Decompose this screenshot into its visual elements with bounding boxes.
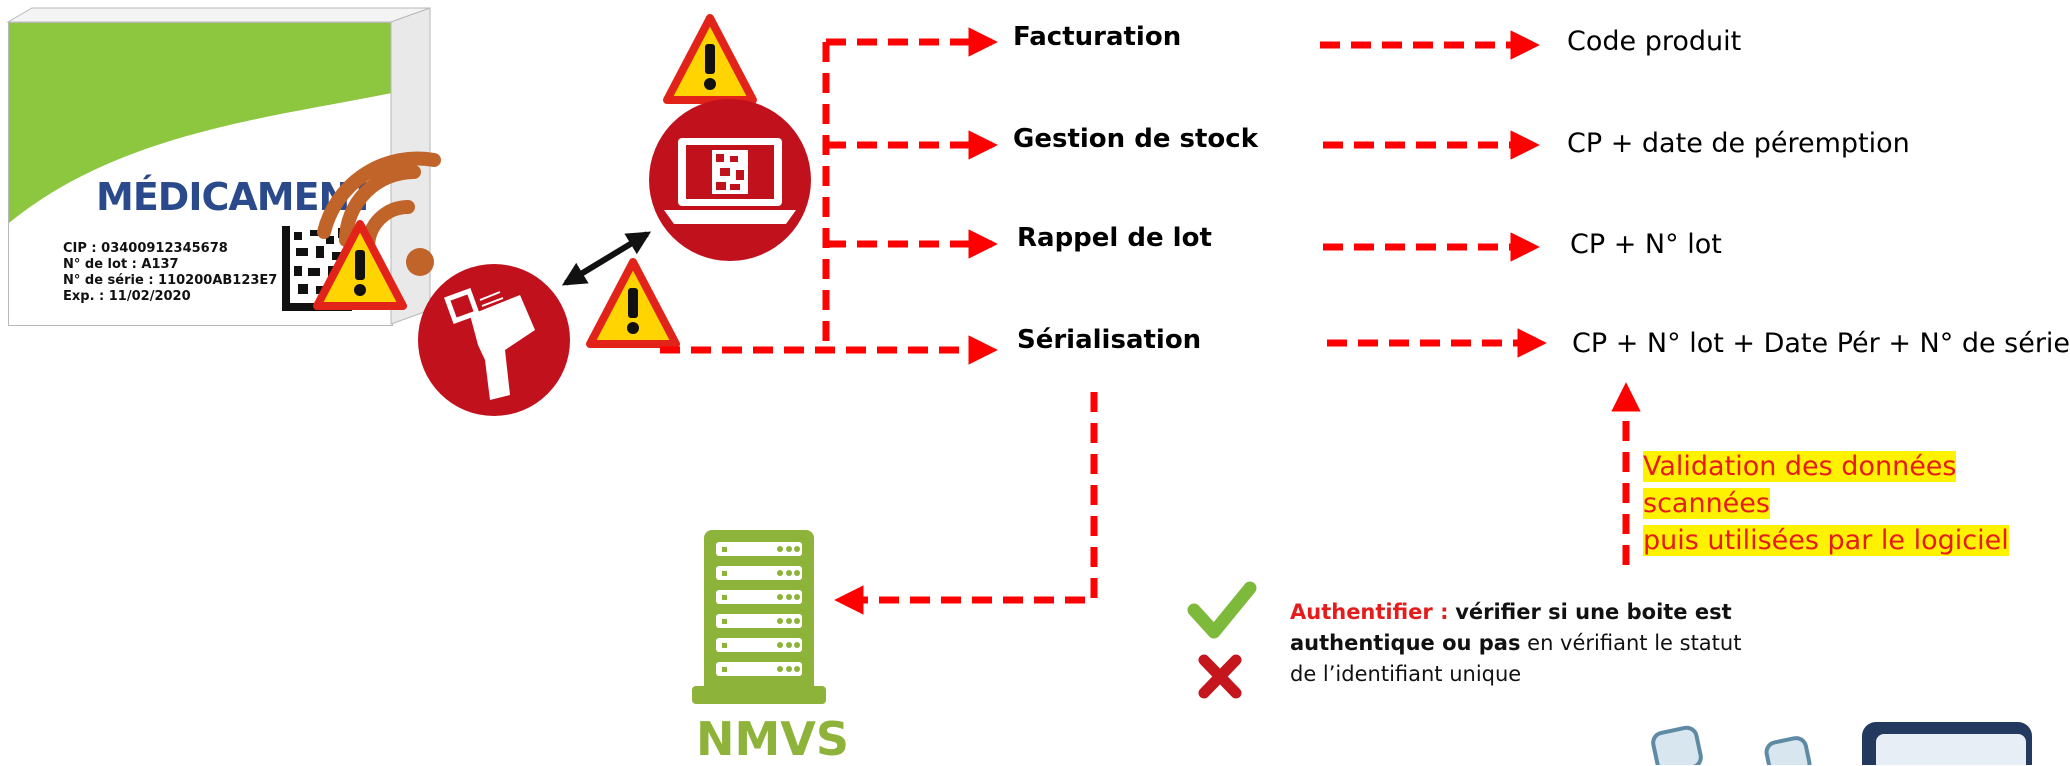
box-exp-line: Exp. : 11/02/2020 <box>63 289 191 304</box>
authenticate-rest-text: en vérifiant le statut de l’identifiant … <box>1290 631 1742 686</box>
barcode-scanner-icon <box>418 264 570 416</box>
validation-note: Validation des données scannées puis uti… <box>1643 448 2063 559</box>
use-label-stock: Gestion de stock <box>1013 124 1258 154</box>
authenticate-term: Authentifier : <box>1290 600 1449 624</box>
laptop-icon <box>649 99 811 261</box>
double-arrow-icon <box>561 231 652 286</box>
use-data-billing: Code produit <box>1567 26 1742 57</box>
medicine-box: MÉDICAMENT CIP : 03400912345678 N° de lo… <box>8 22 393 326</box>
box-lot-line: N° de lot : A137 <box>63 257 179 272</box>
use-data-serialization: CP + N° lot + Date Pér + N° de série <box>1572 328 2070 359</box>
use-label-serialization: Sérialisation <box>1017 325 1202 355</box>
server-label: NMVS <box>696 712 850 766</box>
cross-icon <box>1198 654 1242 699</box>
authenticate-bold-text: vérifier si une boite est authentique ou… <box>1290 600 1732 655</box>
box-cip-line: CIP : 03400912345678 <box>63 241 228 256</box>
data-arrows <box>1320 30 1547 358</box>
red-dashed-connectors <box>660 27 1641 615</box>
warning-icon <box>313 220 407 310</box>
server-icon <box>692 530 826 704</box>
use-data-stock: CP + date de péremption <box>1567 128 1910 159</box>
validation-line-2: puis utilisées par le logiciel <box>1643 525 2009 556</box>
use-data-recall: CP + N° lot <box>1570 229 1722 260</box>
warning-icon <box>663 14 757 104</box>
use-label-recall: Rappel de lot <box>1017 223 1212 253</box>
box-serial-line: N° de série : 110200AB123E7 <box>63 273 278 288</box>
package-icons <box>1651 722 2032 765</box>
use-label-billing: Facturation <box>1013 22 1182 52</box>
validation-line-1: Validation des données scannées <box>1643 451 1957 519</box>
authenticate-note: Authentifier : vérifier si une boite est… <box>1290 597 1760 690</box>
box-green-band <box>9 23 392 238</box>
check-icon <box>1187 581 1257 639</box>
warning-icon <box>586 258 680 348</box>
